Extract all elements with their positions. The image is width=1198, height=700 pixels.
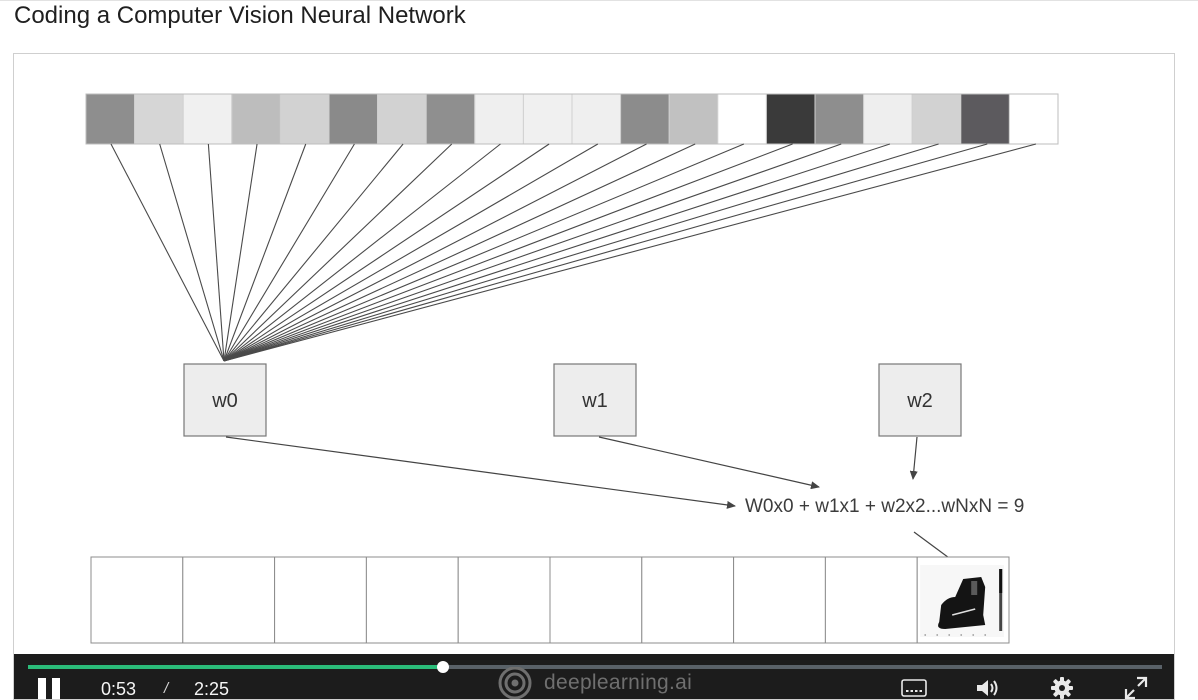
- connection-line: [223, 143, 355, 362]
- input-pixel: [863, 93, 913, 145]
- connection-line: [223, 143, 939, 362]
- input-pixel: [474, 93, 524, 145]
- connection-line: [223, 143, 258, 362]
- input-pixel: [960, 93, 1010, 145]
- connection-line: [223, 143, 599, 362]
- input-pixel: [1008, 93, 1059, 145]
- input-pixel: [765, 93, 816, 145]
- input-pixel: [620, 93, 670, 145]
- player-controls: 0:53 / 2:25 deeplearning.ai: [14, 654, 1174, 700]
- time-separator: /: [164, 680, 169, 697]
- input-row-border: [85, 93, 1059, 145]
- connection-line: [223, 143, 453, 362]
- connection-line: [110, 143, 225, 362]
- input-pixel: [85, 93, 136, 145]
- input-pixel: [182, 93, 233, 145]
- weight-label: w1: [581, 390, 608, 412]
- connection-line: [223, 143, 988, 362]
- connection-line: [223, 143, 550, 362]
- connection-line: [223, 143, 696, 362]
- weight-label: w2: [906, 390, 933, 412]
- connection-line: [223, 143, 501, 362]
- formula-arrow: [225, 436, 736, 509]
- output-cell: [365, 556, 459, 644]
- video-player[interactable]: w0 w1 w2 W0x0 + w1x1 + w2x2...wNxN = 9 0:5…: [13, 53, 1175, 700]
- input-pixel: [571, 93, 622, 145]
- output-cell: [549, 556, 643, 644]
- progress-played: [28, 665, 444, 669]
- input-pixel-row: [85, 93, 1059, 145]
- captions-icon[interactable]: [901, 679, 927, 699]
- input-pixel: [328, 93, 379, 145]
- weight-boxes: w0 w1 w2: [183, 363, 962, 437]
- weight-box-w0: [183, 363, 267, 437]
- brand-name: deeplearning.ai: [544, 671, 693, 694]
- fullscreen-icon[interactable]: [1124, 676, 1148, 700]
- output-cell: [90, 556, 184, 644]
- output-cell: [182, 556, 276, 644]
- input-pixel: [814, 93, 865, 145]
- volume-icon[interactable]: [975, 677, 1001, 699]
- output-cell: [274, 556, 367, 644]
- formula-arrow: [909, 436, 918, 480]
- progress-thumb[interactable]: [437, 661, 450, 673]
- input-pixel: [231, 93, 281, 145]
- connection-line: [223, 143, 404, 362]
- page-title: Coding a Computer Vision Neural Network: [14, 2, 466, 29]
- input-pixel: [279, 93, 330, 145]
- connection-line: [223, 143, 647, 362]
- weight-label: w0: [211, 390, 238, 412]
- connection-lines: [110, 143, 1037, 362]
- pause-icon[interactable]: [38, 678, 62, 699]
- weight-box-w2: [878, 363, 962, 437]
- connection-line: [159, 143, 225, 362]
- connection-line: [207, 143, 225, 362]
- output-cells: [90, 556, 1010, 644]
- output-cell: [824, 556, 918, 644]
- slide-diagram: w0 w1 w2 W0x0 + w1x1 + w2x2...wNxN = 9: [85, 93, 1059, 644]
- input-pixel: [911, 93, 962, 145]
- deeplearning-logo-icon: [498, 667, 532, 699]
- connection-line: [223, 143, 891, 362]
- output-cell: [733, 556, 826, 644]
- output-cell: [457, 556, 551, 644]
- connection-line: [223, 143, 1037, 362]
- weight-box-w1: [553, 363, 637, 437]
- progress-bar[interactable]: [28, 661, 1162, 673]
- input-pixel: [668, 93, 719, 145]
- current-time: 0:53: [101, 679, 137, 699]
- formula-arrow: [598, 436, 820, 490]
- input-pixel: [717, 93, 767, 145]
- duration: 2:25: [194, 679, 230, 699]
- ankle-boot-image: [920, 565, 1004, 637]
- gear-icon[interactable]: [1050, 676, 1074, 700]
- connection-line: [223, 143, 793, 362]
- brand-watermark: deeplearning.ai: [496, 667, 692, 699]
- input-pixel: [425, 93, 476, 145]
- connection-line: [223, 143, 842, 362]
- formula-text: W0x0 + w1x1 + w2x2...wNxN = 9: [745, 496, 1024, 517]
- output-cell: [641, 556, 735, 644]
- input-pixel: [522, 93, 573, 145]
- connection-line: [223, 143, 307, 362]
- connection-line: [223, 143, 745, 362]
- input-pixel: [377, 93, 427, 145]
- top-divider: [0, 0, 1198, 1]
- input-pixel: [134, 93, 184, 145]
